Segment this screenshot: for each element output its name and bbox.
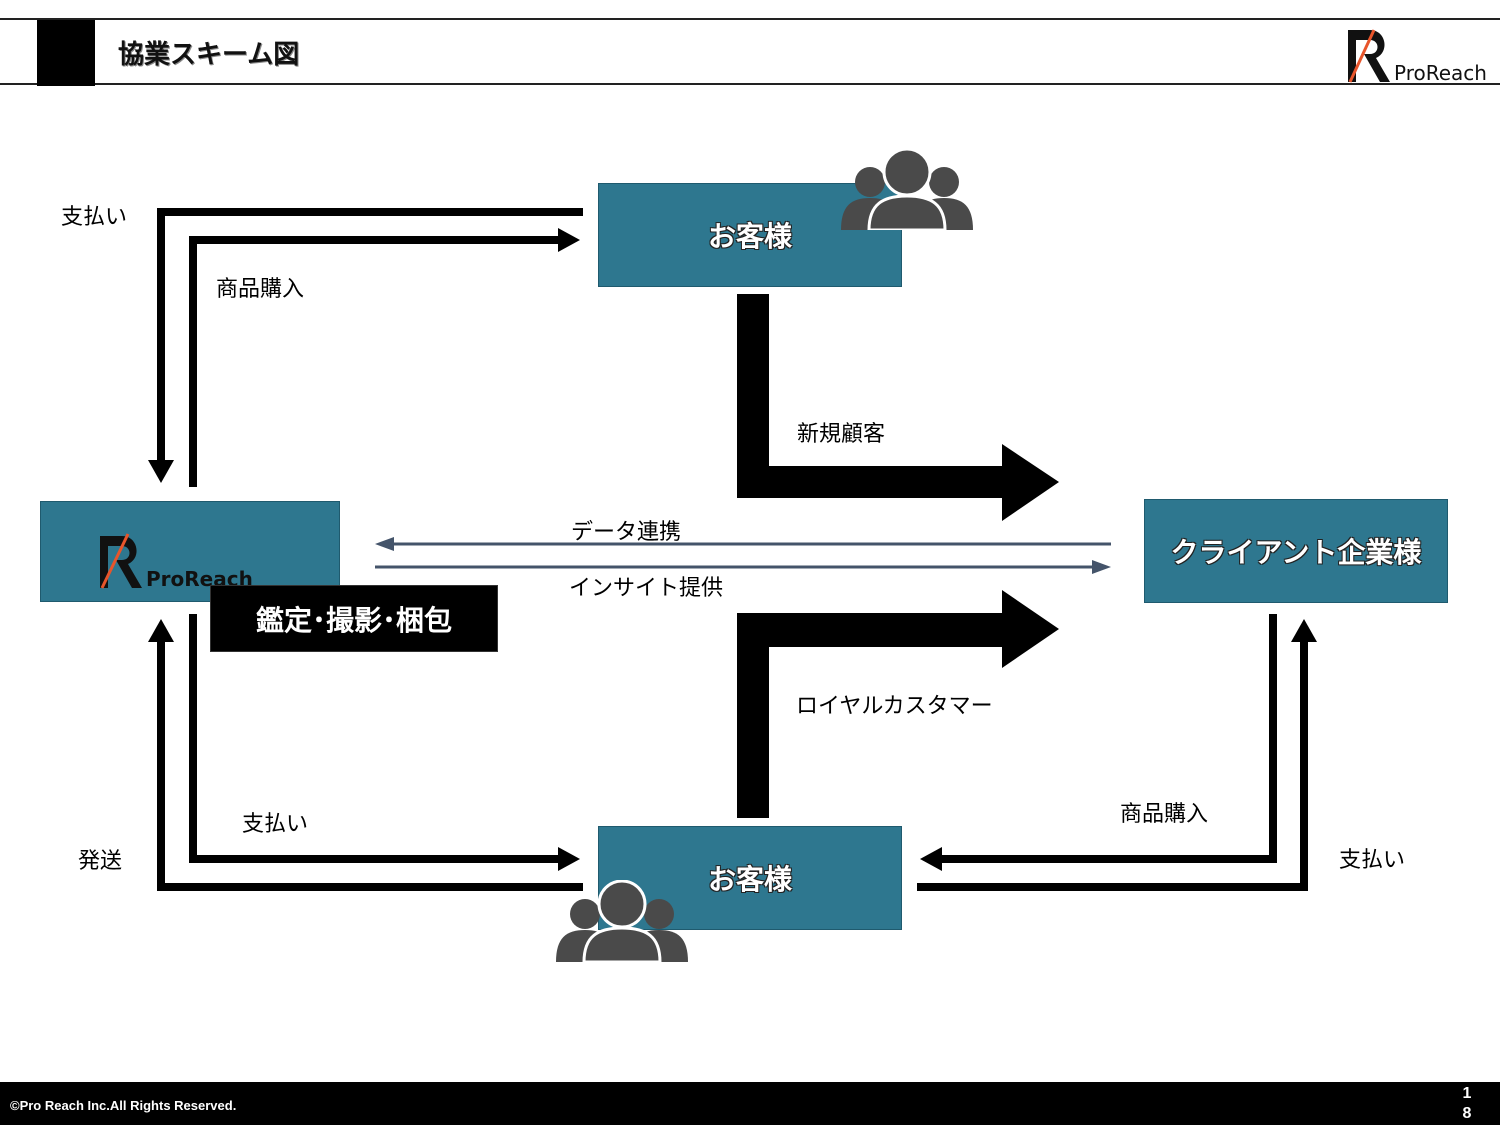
proreach-logo-icon: ProReach xyxy=(1348,29,1487,85)
arrow-purchase-top-left xyxy=(189,236,560,487)
page-number: 18 xyxy=(1462,1085,1472,1122)
footer-bar: ©Pro Reach Inc.All Rights Reserved. 18 xyxy=(0,1082,1500,1125)
arrow-pay-bottom-left xyxy=(189,614,560,863)
header-bottom-rule xyxy=(0,83,1500,85)
customer-top-label: お客様 xyxy=(707,220,792,253)
arrow-purchase-bottom-right xyxy=(940,614,1277,863)
people-icon-top xyxy=(841,148,973,230)
arrowhead-pay-bottom-right xyxy=(1291,619,1317,642)
arrowhead-purchase-top-left xyxy=(558,228,580,252)
label-purchase-top-left: 商品購入 xyxy=(216,277,305,302)
label-data-link: データ連携 xyxy=(571,520,682,545)
customer-bottom-label: お客様 xyxy=(707,863,792,896)
label-pay-bottom-right: 支払い xyxy=(1339,848,1406,873)
proreach-box-logo-icon: ProReach xyxy=(100,532,253,591)
arrow-pay-top-left xyxy=(157,208,583,462)
arrowhead-pay-bottom-left xyxy=(558,847,580,871)
label-ship: 発送 xyxy=(78,849,123,874)
header-black-block xyxy=(37,20,95,86)
client-box: クライアント企業様 xyxy=(1144,499,1448,603)
arrow-ship xyxy=(157,640,583,891)
label-new-customers: 新規顧客 xyxy=(797,422,886,447)
big-arrow-new-customers xyxy=(737,294,1059,521)
arrowhead-insight xyxy=(1092,560,1111,574)
customer-top-box: お客様 xyxy=(598,183,902,287)
label-purchase-bottom-right: 商品購入 xyxy=(1120,802,1209,827)
big-arrow-loyal-customers xyxy=(737,590,1059,818)
service-label-box: 鑑定･撮影･梱包 xyxy=(210,585,498,652)
arrowhead-purchase-bottom-right xyxy=(920,847,942,871)
arrowhead-pay-top-left xyxy=(148,460,174,483)
header-logo-text: ProReach xyxy=(1394,61,1487,84)
page-title: 協業スキーム図 xyxy=(118,40,300,70)
header-logo: ProReach xyxy=(1346,28,1500,85)
copyright-text: ©Pro Reach Inc.All Rights Reserved. xyxy=(10,1098,237,1113)
arrow-pay-bottom-right xyxy=(917,640,1308,891)
arrowhead-ship xyxy=(148,619,174,642)
label-pay-top-left: 支払い xyxy=(61,205,128,230)
label-loyal-customers: ロイヤルカスタマー xyxy=(796,694,993,719)
people-icon-bottom xyxy=(556,880,688,962)
header-top-rule xyxy=(0,18,1500,20)
client-label: クライアント企業様 xyxy=(1170,536,1422,569)
label-pay-bottom-left: 支払い xyxy=(242,812,309,837)
service-label: 鑑定･撮影･梱包 xyxy=(255,603,452,637)
label-insight: インサイト提供 xyxy=(569,576,724,601)
arrowhead-data-link xyxy=(375,537,394,551)
